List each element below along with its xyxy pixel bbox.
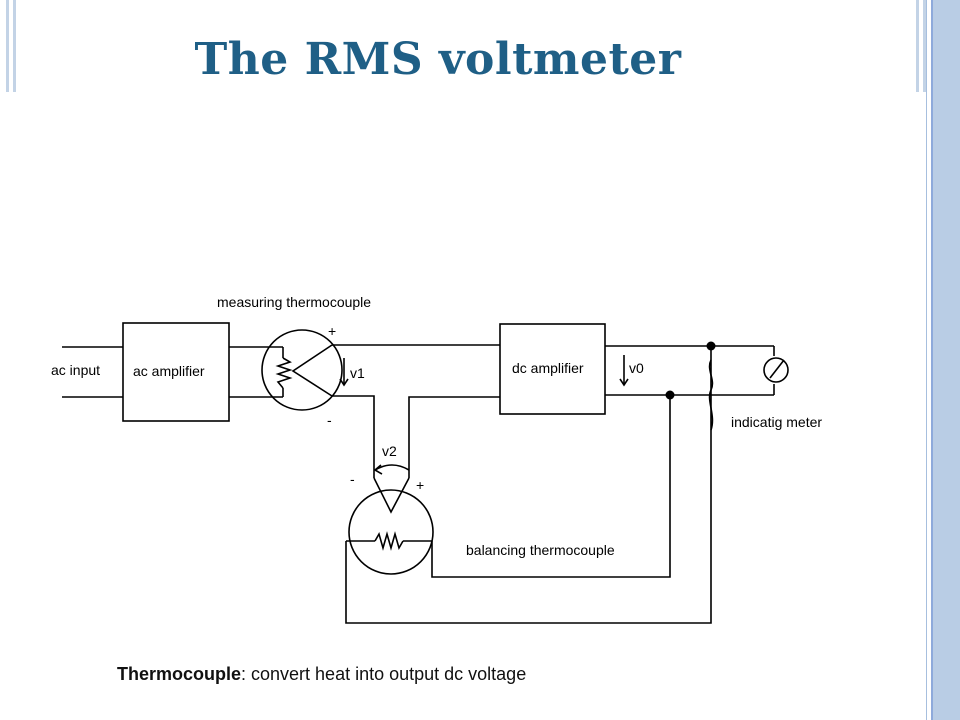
balancing-thermocouple-circle — [348, 489, 434, 575]
side-border-inner — [926, 0, 933, 720]
wire-feedback-inner — [431, 395, 671, 578]
indicating-meter-circle — [763, 357, 789, 383]
caption-term: Thermocouple — [117, 664, 242, 684]
label-balancing-plus: + — [416, 477, 424, 493]
balancing-heater-resistor — [374, 531, 404, 551]
wire-balancing-plus — [408, 396, 500, 478]
ac-amplifier-box — [122, 322, 230, 422]
page-title-text: The RMS voltmeter — [194, 34, 682, 85]
wire-measuring-minus — [332, 395, 375, 478]
label-balancing-thermocouple: balancing thermocouple — [466, 542, 615, 558]
rms-voltmeter-circuit: ac input ac amplifier measuring thermoco… — [51, 294, 822, 624]
page-title: The RMS voltmeter — [0, 34, 880, 85]
label-v0: v0 — [629, 360, 644, 376]
measuring-thermocouple-junction — [291, 344, 333, 397]
label-v1: v1 — [350, 365, 365, 381]
label-balancing-minus: - — [350, 471, 355, 487]
label-measuring-thermocouple: measuring thermocouple — [217, 294, 371, 310]
label-indicating-meter: indicatig meter — [731, 414, 822, 430]
junction-dot-top — [706, 341, 716, 351]
label-measuring-plus: + — [328, 323, 336, 339]
label-dc-amplifier: dc amplifier — [512, 360, 584, 376]
caption: Thermocouple: convert heat into output d… — [117, 664, 526, 685]
top-frame-right — [916, 0, 926, 92]
label-measuring-minus: - — [327, 412, 332, 428]
label-v2: v2 — [382, 443, 397, 459]
measuring-heater-resistor — [275, 357, 293, 389]
label-ac-input: ac input — [51, 362, 100, 378]
caption-text: : convert heat into output dc voltage — [241, 664, 527, 684]
measuring-thermocouple-circle — [261, 329, 343, 411]
junction-dot-bottom — [665, 390, 675, 400]
wire-feedback-outer — [345, 346, 712, 624]
side-border — [931, 0, 960, 720]
meter-needle — [769, 359, 785, 379]
balancing-thermocouple-junction — [373, 477, 410, 514]
label-ac-amplifier: ac amplifier — [133, 363, 205, 379]
dc-amplifier-box — [499, 323, 606, 415]
top-frame-left — [6, 0, 16, 92]
